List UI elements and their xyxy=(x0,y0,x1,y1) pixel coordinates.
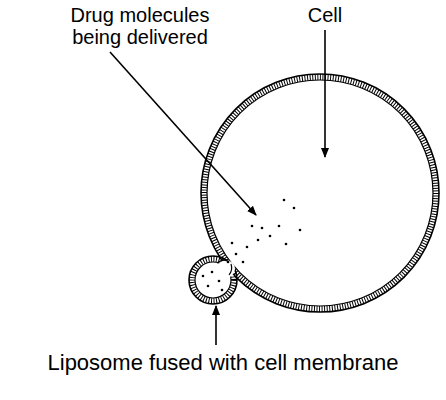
leader-arrow xyxy=(110,52,256,215)
liposome-membrane xyxy=(189,256,237,304)
leader-arrow xyxy=(215,306,217,345)
cell-label: Cell xyxy=(285,4,365,26)
fusion-neck xyxy=(217,258,236,278)
drug-label: Drug molecules being delivered xyxy=(60,4,220,48)
drug-molecules xyxy=(202,199,302,292)
liposome-label: Liposome fused with cell membrane xyxy=(0,352,446,374)
leader-arrow xyxy=(324,30,326,157)
